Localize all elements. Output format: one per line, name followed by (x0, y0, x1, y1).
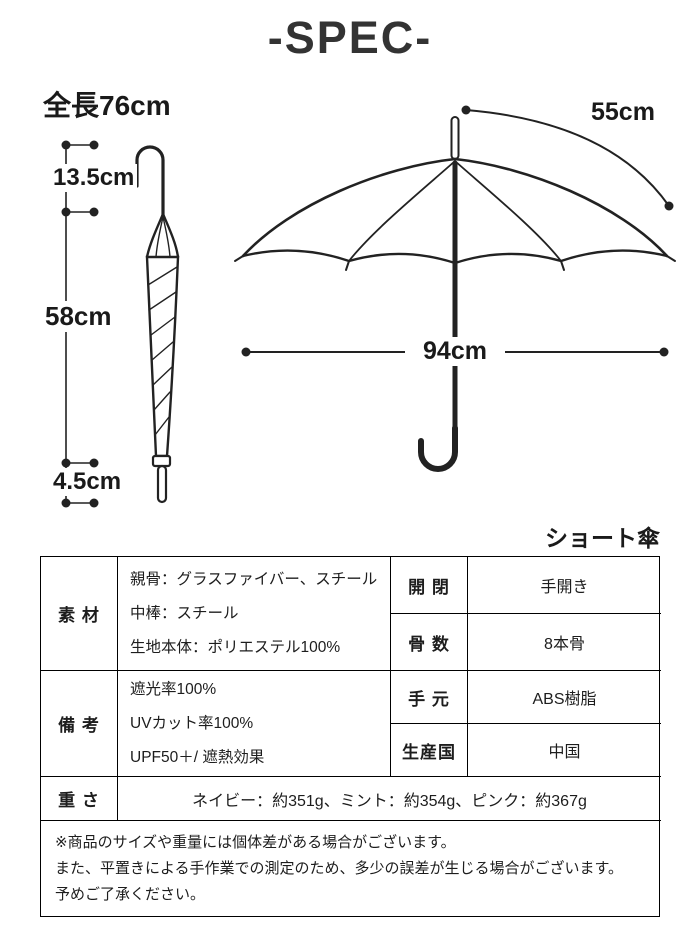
total-length-label: 全長76cm (40, 84, 174, 124)
body-length-label: 58cm (42, 301, 115, 332)
material-line: 親骨：グラスファイバー、スチール (130, 570, 378, 588)
handle-length-label: 13.5cm (50, 164, 138, 192)
rib-length-label: 55cm (591, 98, 655, 126)
rib-count-label: 骨 数 (391, 614, 468, 671)
page-title: -SPEC- (267, 12, 433, 63)
disclaimer-line: ※商品のサイズや重量には個体差がある場合がございます。 (55, 834, 456, 851)
material-label: 素 材 (41, 557, 118, 671)
closed-umbrella-illustration (135, 145, 180, 504)
disclaimer-box: ※商品のサイズや重量には個体差がある場合がございます。 また、平置きによる手作業… (41, 821, 661, 916)
notes-label: 備 考 (41, 671, 118, 777)
disclaimer-line: 予めご了承ください。 (55, 885, 206, 903)
weight-value: ネイビー：約351g、ミント：約354g、ピンク：約367g (118, 777, 661, 821)
country-label: 生産国 (391, 724, 468, 777)
handle-material-label: 手 元 (391, 671, 468, 724)
notes-line: UVカット率100% (130, 714, 254, 732)
open-umbrella-illustration (234, 116, 676, 472)
table-caption: ショート傘 (545, 525, 660, 551)
country-value: 中国 (468, 724, 661, 777)
disclaimer-line: また、平置きによる手作業での測定のため、多少の誤差が生じる場合がございます。 (55, 859, 624, 877)
weight-label: 重 さ (41, 777, 118, 821)
material-content: 親骨：グラスファイバー、スチール 中棒：スチール 生地本体：ポリエステル100% (118, 557, 391, 671)
notes-line: 遮光率100% (130, 680, 217, 698)
material-line: 生地本体：ポリエステル100% (130, 638, 341, 656)
tip-length-label: 4.5cm (50, 468, 125, 496)
notes-line: UPF50＋/ 遮熱効果 (130, 748, 265, 766)
material-line: 中棒：スチール (130, 604, 239, 622)
open-close-label: 開 閉 (391, 557, 468, 614)
notes-content: 遮光率100% UVカット率100% UPF50＋/ 遮熱効果 (118, 671, 391, 777)
open-close-value: 手開き (468, 557, 661, 614)
handle-material-value: ABS樹脂 (468, 671, 661, 724)
spec-table: 素 材 親骨：グラスファイバー、スチール 中棒：スチール 生地本体：ポリエステル… (40, 556, 661, 917)
rib-count-value: 8本骨 (468, 614, 661, 671)
open-width-label: 94cm (405, 337, 505, 366)
